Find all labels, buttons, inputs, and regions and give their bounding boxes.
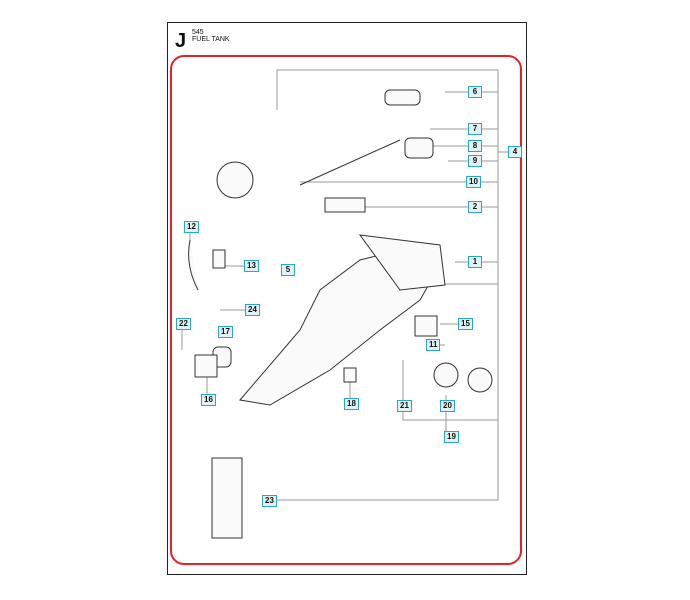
- callout-7[interactable]: 7: [468, 123, 482, 135]
- callout-10[interactable]: 10: [466, 176, 481, 188]
- throttle-rod: [299, 139, 401, 186]
- model-number: 545: [192, 29, 204, 36]
- callout-19[interactable]: 19: [444, 431, 459, 443]
- callout-15[interactable]: 15: [458, 318, 473, 330]
- highlight-frame: [170, 55, 522, 565]
- callout-13[interactable]: 13: [244, 260, 259, 272]
- bracket: [324, 197, 366, 213]
- fuel-filter: [212, 249, 226, 269]
- carburetor: [216, 161, 254, 199]
- callout-8[interactable]: 8: [468, 140, 482, 152]
- callout-4[interactable]: 4: [508, 146, 522, 158]
- callout-16[interactable]: 16: [201, 394, 216, 406]
- callout-24[interactable]: 24: [245, 304, 260, 316]
- callout-18[interactable]: 18: [344, 398, 359, 410]
- warning-decal: [211, 457, 243, 539]
- handle: [358, 234, 446, 291]
- callout-9[interactable]: 9: [468, 155, 482, 167]
- parts-drawing: [188, 89, 493, 539]
- fuel-cap: [467, 367, 493, 393]
- section-letter: J: [175, 30, 187, 52]
- o-ring: [433, 362, 459, 388]
- throttle-trigger: [404, 137, 434, 159]
- spring: [194, 354, 218, 378]
- bushing: [343, 367, 357, 383]
- page-frame: [167, 22, 527, 575]
- callout-20[interactable]: 20: [440, 400, 455, 412]
- section-title: FUEL TANK: [192, 36, 230, 43]
- callout-1[interactable]: 1: [468, 256, 482, 268]
- callout-12[interactable]: 12: [184, 221, 199, 233]
- fuel-hose: [188, 239, 199, 291]
- callout-6[interactable]: 6: [468, 86, 482, 98]
- callout-21[interactable]: 21: [397, 400, 412, 412]
- callout-17[interactable]: 17: [218, 326, 233, 338]
- spring-right: [414, 315, 438, 337]
- throttle-lever: [384, 89, 421, 106]
- callout-5[interactable]: 5: [281, 264, 295, 276]
- callout-2[interactable]: 2: [468, 201, 482, 213]
- callout-23[interactable]: 23: [262, 495, 277, 507]
- callout-22[interactable]: 22: [176, 318, 191, 330]
- callout-11[interactable]: 11: [426, 339, 441, 351]
